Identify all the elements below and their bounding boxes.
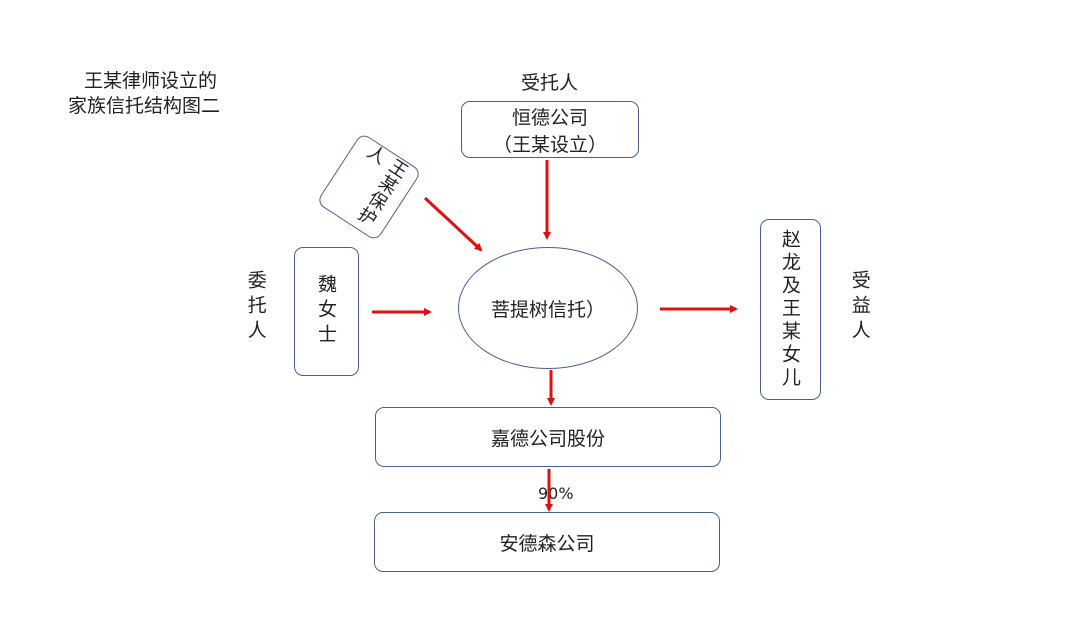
holding-box: 嘉德公司股份 <box>375 407 721 467</box>
settlor-box: 魏女士 <box>294 247 359 376</box>
trust-name: 菩提树信托） <box>490 298 605 321</box>
trustee-note: （王某设立） <box>492 133 607 156</box>
settlor-role-label: 委托人 <box>244 270 267 345</box>
diagram-title-line2: 家族信托结构图二 <box>68 95 221 117</box>
subsidiary-name: 安德森公司 <box>499 532 595 555</box>
diagram-title-line1: 王某律师设立的 <box>84 70 218 92</box>
settlor-name: 魏女士 <box>315 274 337 349</box>
beneficiary-name: 赵龙及王某女儿 <box>779 229 801 390</box>
trustee-role-label: 受托人 <box>521 72 579 94</box>
beneficiary-role-label: 受益人 <box>848 270 871 345</box>
beneficiary-box: 赵龙及王某女儿 <box>760 219 821 400</box>
holding-name: 嘉德公司股份 <box>490 427 605 450</box>
ownership-percent-label: 90% <box>538 484 574 503</box>
trustee-name: 恒德公司 <box>511 106 588 129</box>
trust-ellipse: 菩提树信托） <box>458 247 638 369</box>
trustee-box: 恒德公司 （王某设立） <box>461 101 639 158</box>
subsidiary-box: 安德森公司 <box>374 512 720 572</box>
arrow-protector-to-trust <box>423 196 483 252</box>
